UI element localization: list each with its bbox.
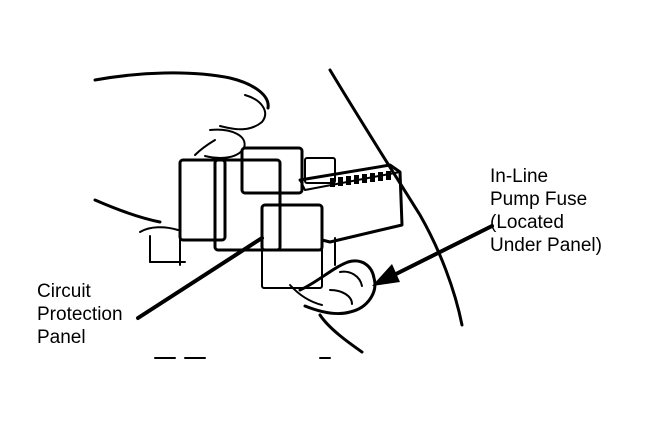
lower-hand-illustration [289,259,377,354]
panel-label: Circuit Protection Panel [37,281,123,348]
panel-leader [136,236,264,320]
panel-label-line-1: Circuit [37,281,92,302]
fuse-label-line-3: (Located [490,212,564,233]
fuse-leader-arrowhead [372,264,400,286]
relay-blocks [178,146,336,289]
dash-panel-edge [328,68,464,327]
panel-label-line-2: Protection [37,304,123,325]
fuse-row [330,171,391,187]
fuse-label-line-4: Under Panel) [490,235,602,256]
panel-label-line-3: Panel [37,327,86,348]
fuse-label-line-2: Pump Fuse [490,189,587,210]
fuse-leader [372,224,494,286]
fuse-label-line-1: In-Line [490,166,548,187]
circuit-protection-panel [298,163,404,271]
fuse-label: In-Line Pump Fuse (Located Under Panel) [490,166,602,256]
upper-hand-illustration [93,71,270,266]
